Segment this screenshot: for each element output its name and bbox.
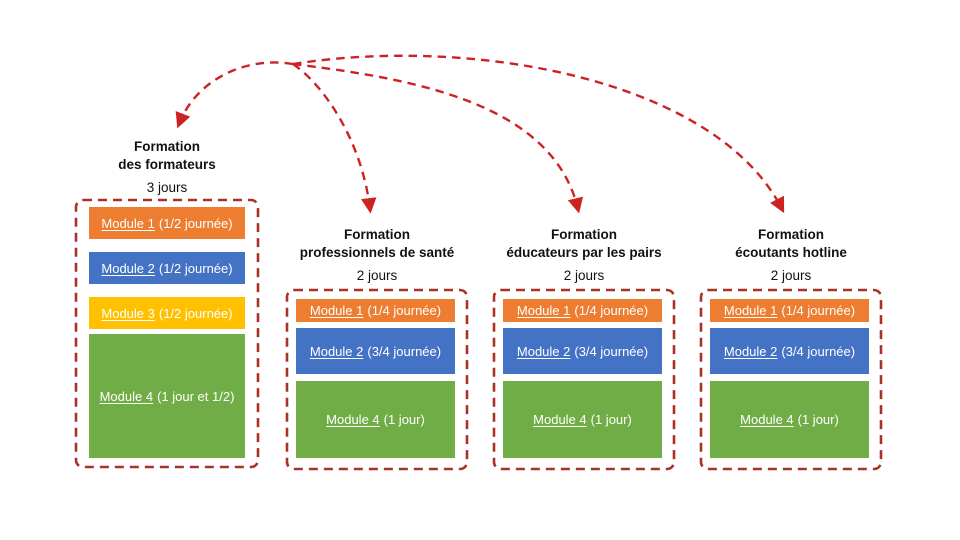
column-title-formateurs: Formation des formateurs 3 jours: [57, 138, 277, 197]
arrow-to-formateurs-icon: [175, 61, 294, 129]
module-label: Module 4: [740, 412, 794, 427]
duration-label: 2 jours: [356, 268, 398, 283]
duration-label: 3 jours: [146, 180, 188, 195]
module-box-4: Module 4 (1 jour): [710, 381, 869, 458]
module-label: Module 1: [516, 303, 571, 318]
module-label: Module 1: [723, 303, 778, 318]
group-border-ecoutants: [699, 288, 883, 471]
duration-label: 2 jours: [563, 268, 605, 283]
module-box-2: Module 2 (1/2 journée): [89, 252, 245, 284]
module-box-1: Module 1 (1/4 journée): [503, 299, 662, 322]
arrow-to-ecoutants-icon: [292, 54, 785, 214]
module-duration: (3/4 journée): [367, 343, 442, 359]
module-label: Module 2: [309, 343, 364, 359]
title-line: des formateurs: [118, 157, 216, 172]
duration-label: 2 jours: [770, 268, 812, 283]
module-duration: (1/2 journée): [158, 215, 233, 231]
module-label: Module 1: [101, 215, 155, 231]
module-duration: (1 jour): [590, 412, 632, 427]
module-duration: (1/4 journée): [367, 303, 442, 318]
module-label: Module 4: [99, 388, 154, 404]
module-label: Module 2: [723, 343, 778, 359]
title-line: écoutants hotline: [735, 245, 847, 260]
module-label: Module 2: [516, 343, 571, 359]
module-duration: (3/4 journée): [574, 343, 649, 359]
module-box-2: Module 2 (3/4 journée): [710, 328, 869, 374]
module-duration: (1/4 journée): [781, 303, 856, 318]
module-box-2: Module 2 (3/4 journée): [296, 328, 455, 374]
module-duration: (1/4 journée): [574, 303, 649, 318]
module-label: Module 3: [101, 305, 155, 321]
title-line: éducateurs par les pairs: [506, 245, 662, 260]
title-line: Formation: [551, 227, 617, 242]
module-box-1: Module 1 (1/2 journée): [89, 207, 245, 239]
module-duration: (3/4 journée): [781, 343, 856, 359]
module-box-3: Module 3 (1/2 journée): [89, 297, 245, 329]
group-border-professionnels: [285, 288, 469, 471]
module-duration: (1 jour): [383, 412, 425, 427]
title-line: Formation: [758, 227, 824, 242]
module-box-1: Module 1 (1/4 journée): [296, 299, 455, 322]
module-label: Module 2: [101, 260, 155, 276]
module-box-1: Module 1 (1/4 journée): [710, 299, 869, 322]
title-line: Formation: [134, 139, 200, 154]
module-box-2: Module 2 (3/4 journée): [503, 328, 662, 374]
module-duration: (1 jour): [797, 412, 839, 427]
module-label: Module 1: [309, 303, 364, 318]
arrow-to-professionnels-icon: [292, 63, 377, 214]
column-title-ecoutants: Formation écoutants hotline 2 jours: [681, 226, 901, 285]
title-line: Formation: [344, 227, 410, 242]
column-title-professionnels: Formation professionnels de santé 2 jour…: [267, 226, 487, 285]
arrow-to-educateurs-icon: [292, 62, 584, 214]
module-label: Module 4: [326, 412, 380, 427]
module-box-4: Module 4 (1 jour et 1/2): [89, 334, 245, 458]
module-box-4: Module 4 (1 jour): [296, 381, 455, 458]
module-box-4: Module 4 (1 jour): [503, 381, 662, 458]
module-label: Module 4: [533, 412, 587, 427]
group-border-formateurs: [74, 198, 260, 469]
column-title-educateurs: Formation éducateurs par les pairs 2 jou…: [474, 226, 694, 285]
title-line: professionnels de santé: [299, 245, 455, 260]
module-duration: (1/2 journée): [158, 305, 233, 321]
group-border-educateurs: [492, 288, 676, 471]
module-duration: (1 jour et 1/2): [157, 388, 235, 404]
module-duration: (1/2 journée): [158, 260, 233, 276]
